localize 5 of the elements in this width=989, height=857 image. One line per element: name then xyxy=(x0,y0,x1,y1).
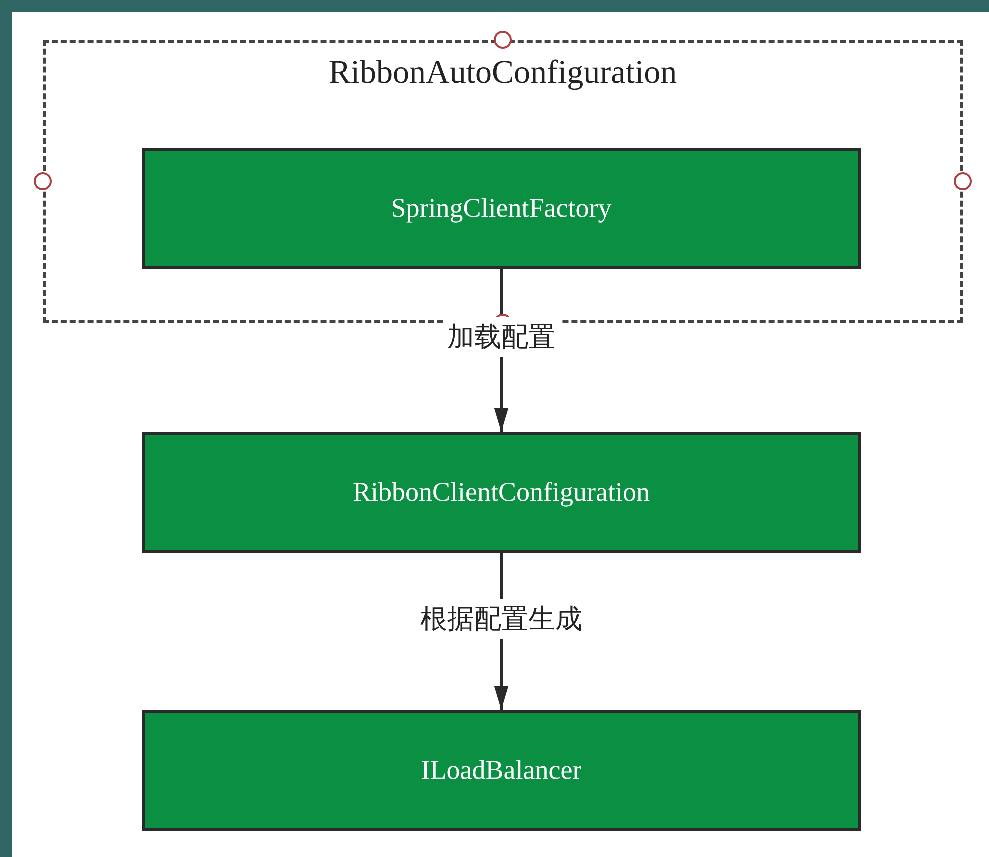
process-box: SpringClientFactory xyxy=(142,148,861,269)
group-title: RibbonAutoConfiguration xyxy=(328,55,678,92)
process-box: ILoadBalancer xyxy=(142,710,861,831)
dashed-group-box xyxy=(43,40,963,323)
process-box: RibbonClientConfiguration xyxy=(142,432,861,553)
